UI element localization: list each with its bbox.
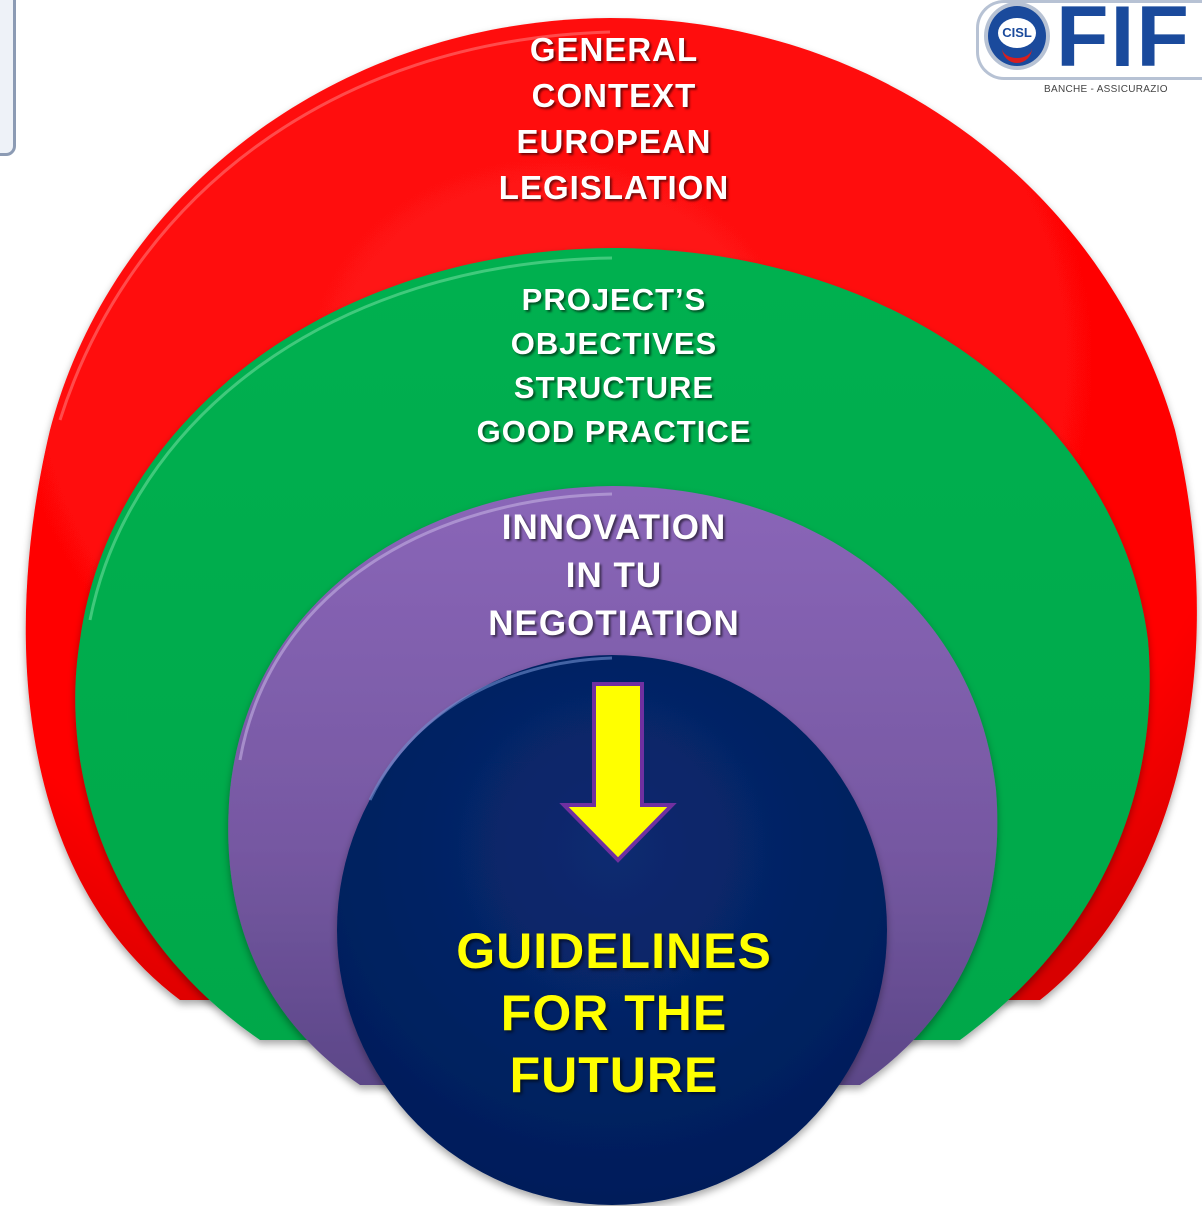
logo-letters: FIF xyxy=(1056,0,1191,85)
ring-red-line: GENERAL xyxy=(529,31,699,68)
logo-subtitle: BANCHE - ASSICURAZIO xyxy=(1044,84,1168,95)
ring-purple-line: IN TU xyxy=(565,556,663,595)
cisl-badge-text: CISL xyxy=(998,18,1036,48)
ring-core-label: GUIDELINES FOR THE FUTURE xyxy=(414,920,814,1106)
logo-frame xyxy=(976,0,1202,80)
cisl-badge-smile xyxy=(1002,48,1032,63)
ring-core-line: GUIDELINES xyxy=(456,923,772,979)
ring-red-line: CONTEXT xyxy=(531,77,697,114)
ring-red-label: GENERAL CONTEXT EUROPEAN LEGISLATION xyxy=(414,27,814,211)
ring-green-line: GOOD PRACTICE xyxy=(476,414,752,449)
ring-core-highlight xyxy=(368,656,613,801)
ring-core xyxy=(337,655,887,1205)
previous-slide-fragment xyxy=(0,0,16,156)
ring-purple-label: INNOVATION IN TU NEGOTIATION xyxy=(414,504,814,648)
ring-core-line: FOR THE xyxy=(500,985,728,1041)
ring-green-line: STRUCTURE xyxy=(513,370,715,405)
cisl-badge-icon: CISL xyxy=(984,2,1050,70)
ring-purple-line: INNOVATION xyxy=(501,508,727,547)
ring-green-line: PROJECT’S xyxy=(521,282,707,317)
ring-green-line: OBJECTIVES xyxy=(510,326,718,361)
ring-green-label: PROJECT’S OBJECTIVES STRUCTURE GOOD PRAC… xyxy=(414,278,814,454)
ring-purple-line: NEGOTIATION xyxy=(488,604,740,643)
fiba-cisl-logo: CISL FIF BANCHE - ASSICURAZIO xyxy=(976,0,1202,120)
ring-core-line: FUTURE xyxy=(509,1047,719,1103)
ring-red-line: LEGISLATION xyxy=(498,169,730,206)
ring-red-line: EUROPEAN xyxy=(516,123,712,160)
ring-red-highlight xyxy=(58,30,611,421)
down-arrow-icon xyxy=(559,682,677,863)
ring-purple-highlight xyxy=(238,492,613,761)
ring-green-highlight xyxy=(88,256,613,621)
